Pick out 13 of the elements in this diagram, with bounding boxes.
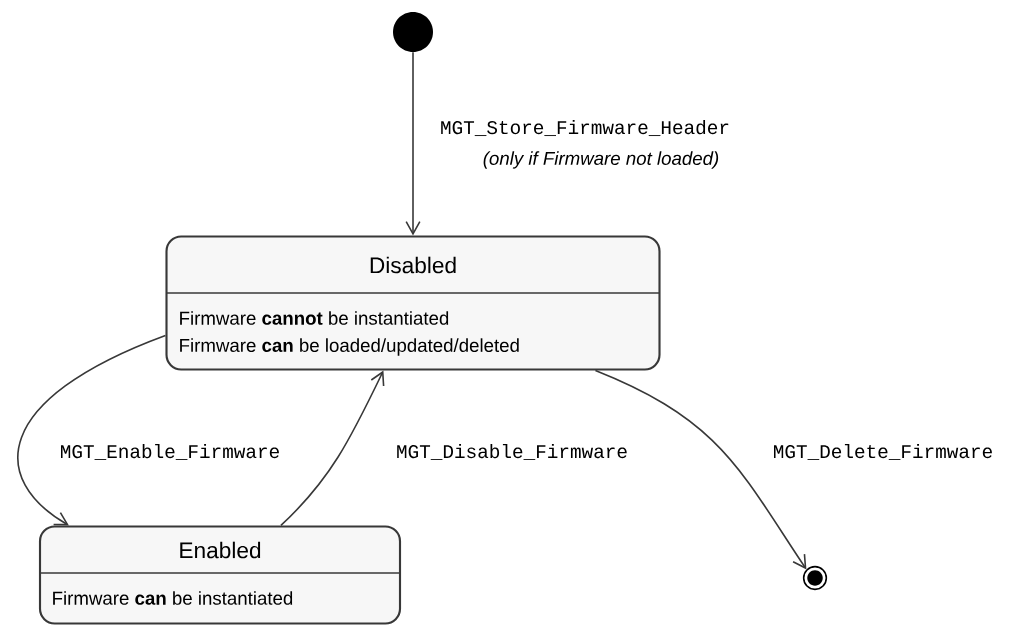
transition-arrow [594, 369, 807, 570]
edge-label: MGT_Enable_Firmware [58, 442, 282, 462]
initial-state-dot [393, 12, 433, 52]
transition-arrow [280, 370, 385, 527]
transition-arrow [17, 334, 167, 526]
state-box: Enabled Firmware can be instantiated [38, 525, 402, 625]
transition-arrow [405, 51, 421, 236]
edge-label: MGT_Store_Firmware_Header [438, 118, 732, 138]
edge-label: MGT_Disable_Firmware [394, 442, 630, 462]
state-box: Disabled Firmware cannot be instantiated Firmware can be loaded/updated/deleted [165, 235, 661, 371]
edge-label: MGT_Delete_Firmware [771, 442, 995, 462]
guard-note: (only if Firmware not loaded) [481, 149, 721, 171]
final-state-symbol [802, 565, 828, 591]
